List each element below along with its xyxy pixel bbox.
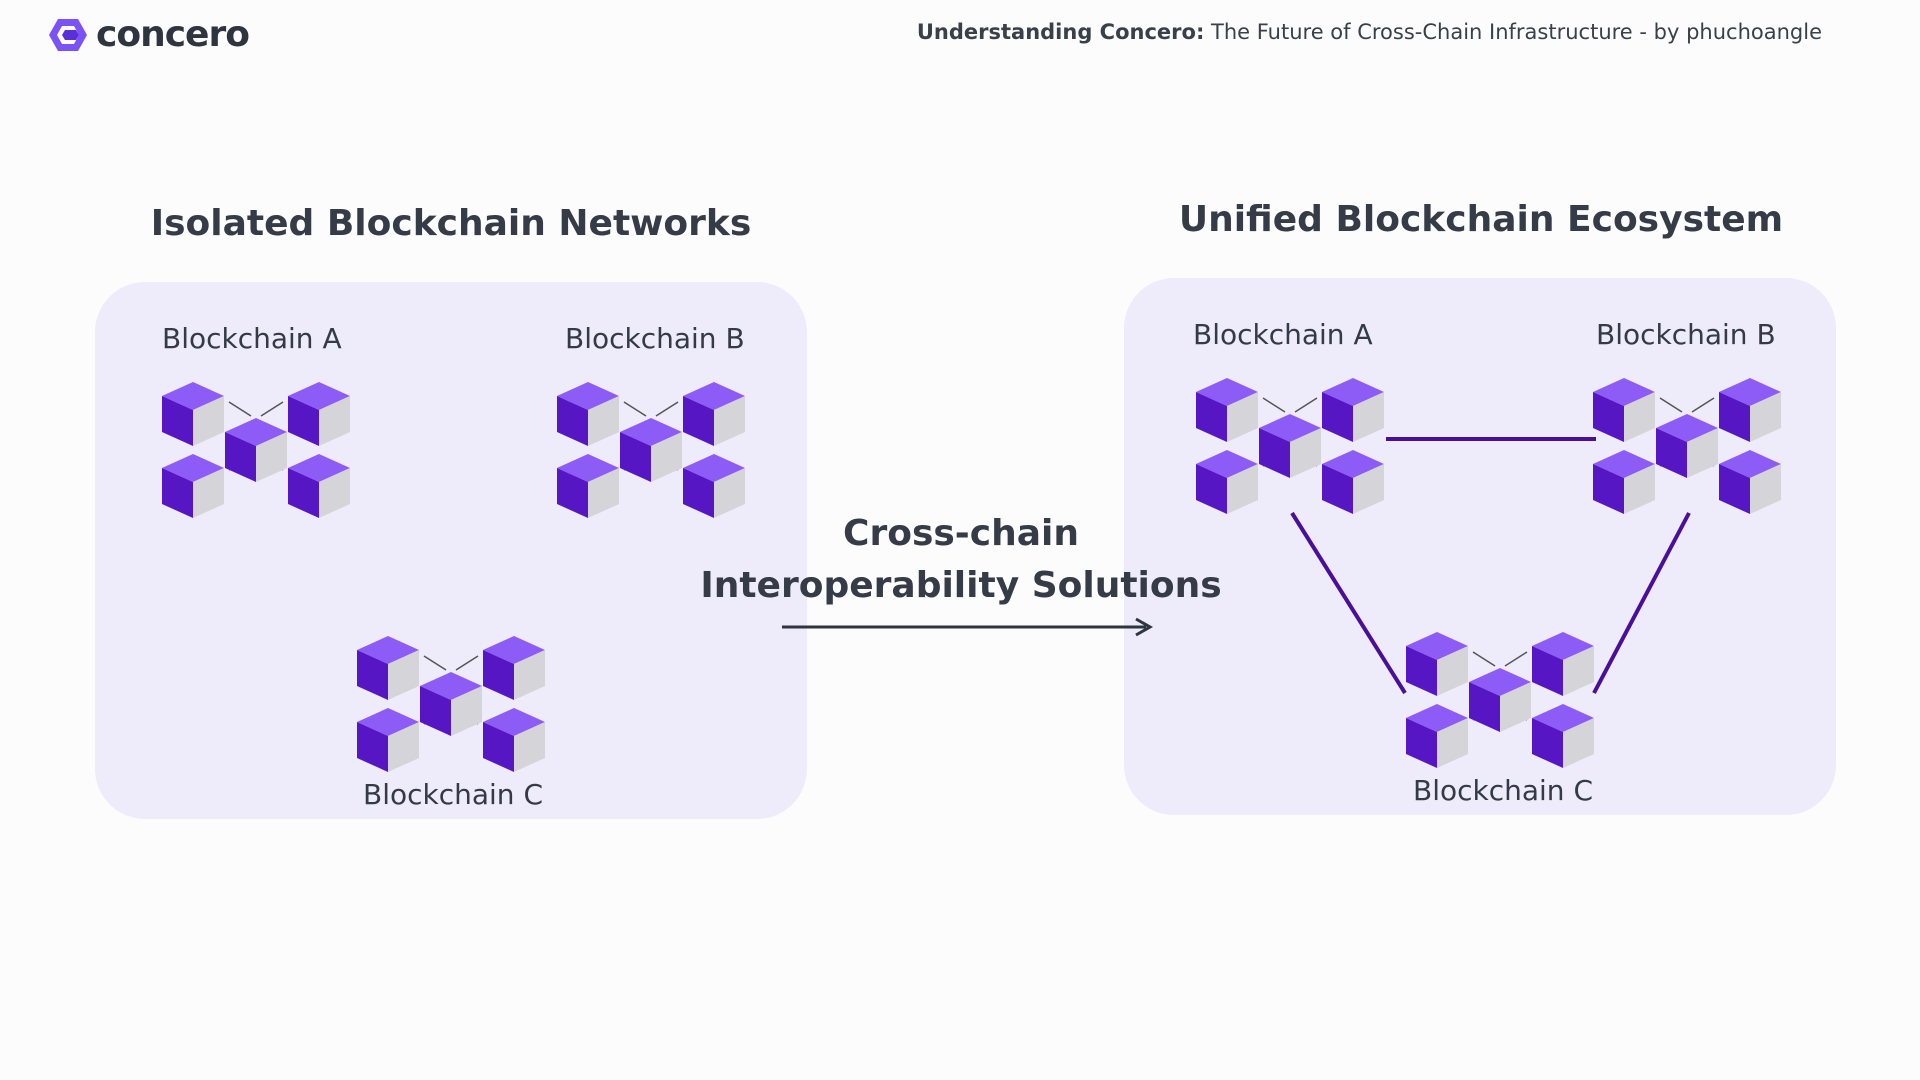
right-label-blockchain-a: Blockchain A — [1193, 318, 1373, 351]
right-cluster-a — [1196, 378, 1384, 514]
right-cluster-b — [1593, 378, 1781, 514]
right-label-blockchain-b: Blockchain B — [1596, 318, 1776, 351]
right-panel-title: Unified Blockchain Ecosystem — [1178, 199, 1784, 240]
brand: concero — [48, 14, 250, 55]
right-cluster-c — [1406, 632, 1594, 768]
left-label-blockchain-c: Blockchain C — [363, 778, 544, 811]
arrow-head — [1135, 617, 1154, 637]
left-cluster-a — [162, 382, 350, 518]
right-panel — [1124, 278, 1836, 815]
left-cluster-c — [357, 636, 545, 772]
connector-b-c — [1592, 512, 1691, 694]
right-label-blockchain-c: Blockchain C — [1413, 774, 1594, 807]
header-credit-bold: Understanding Concero: — [916, 20, 1205, 44]
left-panel-title: Isolated Blockchain Networks — [150, 203, 752, 244]
left-cluster-b — [557, 382, 745, 518]
center-label-line2: Interoperability Solutions — [700, 565, 1222, 606]
left-label-blockchain-b: Blockchain B — [565, 322, 745, 355]
connector-a-c — [1290, 511, 1407, 695]
left-label-blockchain-a: Blockchain A — [162, 322, 342, 355]
brand-name: concero — [96, 14, 250, 55]
concero-logo-icon — [49, 18, 87, 51]
header-credit-rest: The Future of Cross-Chain Infrastructure… — [1204, 20, 1822, 44]
header-credit: Understanding Concero: The Future of Cro… — [917, 20, 1822, 44]
center-label: Cross-chain Interoperability Solutions — [700, 508, 1221, 612]
center-label-line1: Cross-chain — [843, 513, 1079, 554]
